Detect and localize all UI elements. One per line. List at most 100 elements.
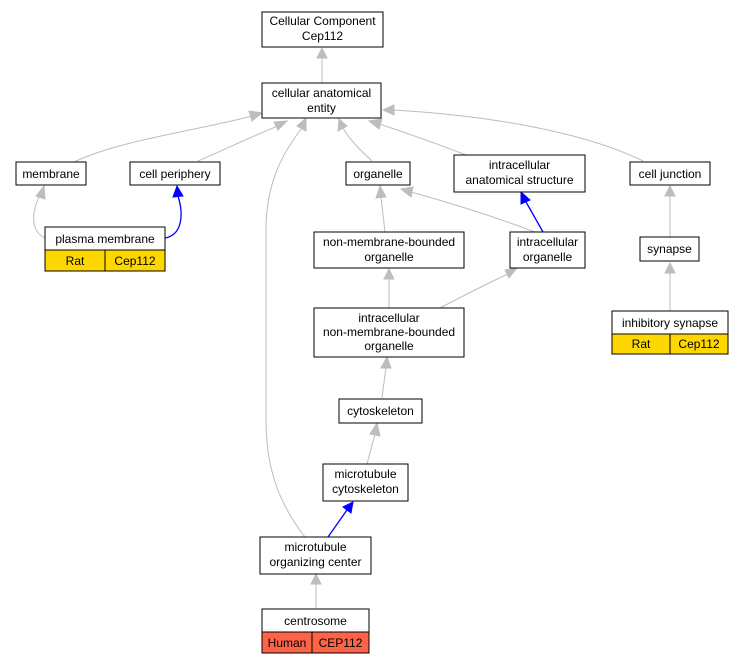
- edge-head-inmb-nmb: [383, 267, 395, 280]
- species-tag-label: Human: [268, 636, 307, 650]
- edge-head-junction: [381, 104, 395, 116]
- gene-tag-cell: [669, 333, 729, 355]
- node-label-line: cell periphery: [139, 167, 210, 181]
- edge-head-pm-membrane: [35, 184, 46, 200]
- edge-head-inhib: [664, 261, 676, 274]
- node-label-line: microtubule: [284, 540, 346, 554]
- node-label-line: entity: [307, 101, 336, 115]
- node-membrane[interactable]: membrane: [15, 161, 87, 186]
- node-label-line: intracellular: [358, 311, 419, 325]
- node-label-line: plasma membrane: [55, 232, 155, 246]
- node-box: [313, 307, 465, 358]
- edge-head-io-organelle: [399, 186, 414, 198]
- node-box: [453, 154, 586, 193]
- edge-head-pm-periphery: [172, 184, 184, 198]
- node-label-line: cell junction: [639, 167, 702, 181]
- edge-head-cyto: [380, 355, 392, 369]
- edge-ias-to-cae: [378, 123, 467, 156]
- edge-pm-to-membrane: [33, 194, 46, 239]
- node-label-line: organelle: [523, 250, 573, 264]
- edge-mtoc-to-cae: [265, 127, 306, 538]
- node-intracellular-non-membrane-bounded-organelle[interactable]: intracellular non-membrane-bounded organ…: [313, 307, 465, 358]
- node-box: [15, 161, 87, 186]
- edge-mtc-to-cyto: [366, 433, 376, 465]
- edge-head-root: [316, 46, 328, 59]
- edge-head-organelle: [337, 117, 348, 132]
- node-organelle[interactable]: organelle: [345, 161, 411, 186]
- node-cytoskeleton[interactable]: cytoskeleton: [338, 398, 423, 424]
- node-box: [338, 398, 423, 424]
- edge-inmb-to-io: [439, 273, 509, 309]
- node-label-line: Cellular Component: [269, 14, 376, 28]
- node-microtubule-organizing-center[interactable]: microtubule organizing center: [259, 536, 372, 575]
- node-synapse[interactable]: synapse: [639, 236, 700, 262]
- node-box: [313, 231, 465, 269]
- node-inhibitory-synapse[interactable]: inhibitory synapse Rat Cep112: [611, 310, 729, 355]
- edge-membrane-to-cae: [73, 115, 253, 163]
- node-label-line: centrosome: [284, 614, 347, 628]
- node-intracellular-anatomical-structure[interactable]: intracellular anatomical structure: [453, 154, 586, 193]
- node-label-line: cellular anatomical: [272, 86, 371, 100]
- node-cell-periphery[interactable]: cell periphery: [129, 161, 221, 186]
- node-label-line: cytoskeleton: [332, 482, 399, 496]
- node-box: [259, 536, 372, 575]
- gene-tag-cell: [311, 631, 370, 654]
- edge-head-nmb: [375, 184, 387, 199]
- node-label-line: organizing center: [269, 555, 361, 569]
- node-plasma-membrane[interactable]: plasma membrane Rat Cep112: [44, 226, 166, 272]
- node-label-line: microtubule: [334, 467, 396, 481]
- edge-head-io-ias: [520, 190, 531, 205]
- node-label-line: synapse: [647, 242, 692, 256]
- edge-head-membrane: [248, 110, 264, 122]
- edge-io-to-ias: [525, 201, 544, 233]
- node-label-line: non-membrane-bounded: [323, 325, 455, 339]
- edge-pm-to-periphery: [164, 195, 182, 239]
- node-label-line: organelle: [353, 167, 403, 181]
- node-cellular-component-root[interactable]: Cellular Component Cep112: [261, 11, 384, 48]
- node-box: [261, 11, 384, 48]
- gene-tag-label: Cep112: [678, 337, 719, 351]
- nodes: Cellular Component Cep112 cellular anato…: [15, 11, 729, 654]
- node-box: [261, 82, 382, 119]
- node-box: [345, 161, 411, 186]
- node-cell-junction[interactable]: cell junction: [629, 161, 711, 186]
- node-non-membrane-bounded-organelle[interactable]: non-membrane-bounded organelle: [313, 231, 465, 269]
- edge-head-ias: [367, 118, 383, 130]
- node-microtubule-cytoskeleton[interactable]: microtubule cytoskeleton: [322, 463, 409, 502]
- edge-organelle-to-cae: [342, 127, 373, 162]
- edges: [33, 46, 676, 608]
- node-label-line: anatomical structure: [465, 173, 573, 187]
- species-tag-label: Rat: [66, 254, 85, 268]
- node-label-line: intracellular: [517, 235, 578, 249]
- node-centrosome[interactable]: centrosome Human CEP112: [261, 608, 370, 654]
- edge-nmb-to-organelle: [380, 196, 386, 233]
- node-label-line: cytoskeleton: [347, 404, 414, 418]
- node-box: [629, 161, 711, 186]
- gene-tag-cell: [104, 249, 166, 272]
- node-label-line: intracellular: [489, 158, 550, 172]
- node-cellular-anatomical-entity[interactable]: cellular anatomical entity: [261, 82, 382, 119]
- edge-head-inmb-io: [504, 267, 519, 279]
- gene-tag-label: CEP112: [319, 636, 363, 650]
- edge-junction-to-cae: [392, 109, 644, 162]
- node-box: [509, 231, 586, 269]
- edge-io-to-organelle: [410, 191, 536, 233]
- gene-tag-label: Cep112: [114, 254, 155, 268]
- edge-head-centrosome: [310, 572, 322, 585]
- edge-head-periphery: [273, 120, 289, 131]
- node-box: [322, 463, 409, 502]
- node-label-line: Cep112: [302, 29, 343, 43]
- node-label-line: organelle: [364, 250, 414, 264]
- edge-head-synapse: [664, 184, 676, 197]
- edge-periphery-to-cae: [197, 125, 279, 162]
- edge-head-mtoc-cae: [296, 116, 307, 132]
- node-label-line: organelle: [364, 339, 414, 353]
- node-box: [639, 236, 700, 262]
- edge-head-mtoc-mtc: [342, 501, 354, 514]
- node-label-line: inhibitory synapse: [622, 316, 718, 330]
- edge-mtoc-to-mtc: [327, 509, 348, 538]
- node-intracellular-organelle[interactable]: intracellular organelle: [509, 231, 586, 269]
- species-tag-label: Rat: [632, 337, 651, 351]
- edge-cyto-to-inmb: [381, 366, 387, 399]
